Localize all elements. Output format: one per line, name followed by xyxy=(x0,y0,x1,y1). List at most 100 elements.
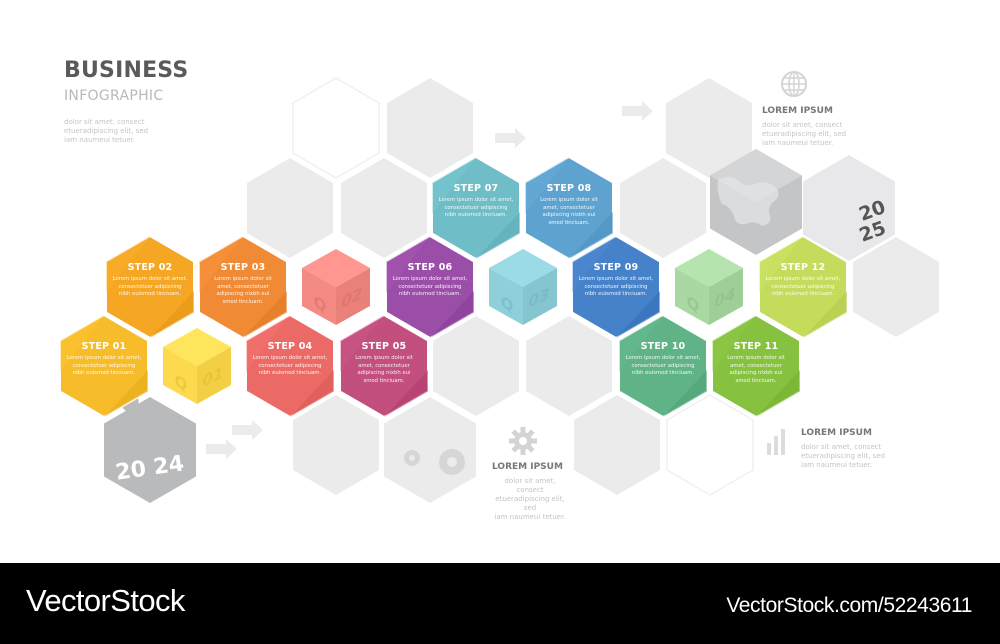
bar-chart-icon xyxy=(767,429,785,455)
year-2024-hex xyxy=(104,397,196,503)
page-title: BUSINESS xyxy=(64,58,189,83)
step-hex-7 xyxy=(431,155,521,261)
info-text-globe: dolor sit amet, consect etueradipiscing … xyxy=(762,121,847,147)
step-description: Lorem ipsum dolor sit amet, consectetuer… xyxy=(765,276,841,297)
step-label-11: STEP 11 Lorem ipsum dolor sit amet, conse… xyxy=(714,341,798,385)
step-label-4: STEP 04 Lorem ipsum dolor sit amet, conse… xyxy=(248,341,332,378)
step-label-6: STEP 06 Lorem ipsum dolor sit amet, conse… xyxy=(388,262,472,299)
header-description: dolor sit amet, consect etueradipiscing … xyxy=(64,118,149,144)
step-description: Lorem ipsum dolor sit amet, consectetuer… xyxy=(438,197,514,218)
globe-icon xyxy=(781,71,807,97)
background-hex xyxy=(387,78,473,178)
step-label-12: STEP 12 Lorem ipsum dolor sit amet, conse… xyxy=(761,262,845,299)
background-hex xyxy=(620,158,706,258)
step-description: Lorem ipsum dolor sit amet, consectetuer… xyxy=(392,276,468,297)
step-hex-6 xyxy=(385,234,475,340)
gear-icon xyxy=(509,427,537,455)
quarter-q: Q xyxy=(314,292,327,316)
page-subtitle: INFOGRAPHIC xyxy=(64,88,164,104)
step-title: STEP 04 xyxy=(267,341,313,352)
step-hex-2 xyxy=(105,234,195,340)
step-description: Lorem ipsum dolor sit amet, consectetuer… xyxy=(625,355,701,376)
background-hex xyxy=(293,395,379,495)
info-text-gear: dolor sit amet, consect etueradipiscing … xyxy=(494,477,566,521)
background-hex xyxy=(247,158,333,258)
step-hex-8 xyxy=(524,155,614,261)
step-label-3: STEP 03 Lorem ipsum dolor sit amet, conse… xyxy=(201,262,285,306)
step-title: STEP 07 xyxy=(453,183,499,194)
step-title: STEP 09 xyxy=(593,262,639,273)
background-hex xyxy=(666,394,754,496)
gears-icon xyxy=(439,449,465,475)
info-title-gear: LOREM IPSUM xyxy=(492,462,563,472)
background-hex xyxy=(574,395,660,495)
background-hex xyxy=(526,316,612,416)
arrow-icon xyxy=(206,439,237,459)
step-label-5: STEP 05 Lorem ipsum dolor sit amet, conse… xyxy=(342,341,426,385)
watermark-footer: VectorStock VectorStock.com/52243611 xyxy=(0,563,1000,644)
step-label-1: STEP 01 Lorem ipsum dolor sit amet, conse… xyxy=(62,341,146,378)
step-label-2: STEP 02 Lorem ipsum dolor sit amet, conse… xyxy=(108,262,192,299)
arrow-icon xyxy=(495,128,526,148)
step-title: STEP 01 xyxy=(81,341,127,352)
step-label-7: STEP 07 Lorem ipsum dolor sit amet, conse… xyxy=(434,183,518,220)
background-hex xyxy=(666,78,752,178)
step-title: STEP 12 xyxy=(780,262,826,273)
step-hex-5 xyxy=(339,313,429,419)
arrow-icon xyxy=(232,420,263,440)
info-title-chart: LOREM IPSUM xyxy=(801,428,872,438)
background-hex xyxy=(853,237,939,337)
brand-logo: VectorStock xyxy=(26,583,185,618)
step-hex-12 xyxy=(758,234,848,340)
step-description: Lorem ipsum dolor sit amet, consectetuer… xyxy=(578,276,654,297)
step-description: Lorem ipsum dolor sit amet, consectetuer… xyxy=(252,355,328,376)
step-description: Lorem ipsum dolor sit amet, consectetuer… xyxy=(540,197,598,226)
gears-icon xyxy=(404,450,420,466)
info-text-chart: dolor sit amet, consect etueradipiscing … xyxy=(801,443,886,469)
year-2025-hex xyxy=(803,155,895,261)
quarter-q: Q xyxy=(175,371,188,395)
step-description: Lorem ipsum dolor sit amet, consectetuer… xyxy=(214,276,272,305)
step-label-10: STEP 10 Lorem ipsum dolor sit amet, conse… xyxy=(621,341,705,378)
background-hex xyxy=(341,158,427,258)
arrows xyxy=(206,101,653,459)
step-description: Lorem ipsum dolor sit amet, consectetuer… xyxy=(66,355,142,376)
step-label-9: STEP 09 Lorem ipsum dolor sit amet, conse… xyxy=(574,262,658,299)
step-hexes xyxy=(59,155,848,419)
step-description: Lorem ipsum dolor sit amet, consectetuer… xyxy=(112,276,188,297)
special-hexes xyxy=(104,149,895,503)
step-hex-11 xyxy=(711,313,801,419)
background-hex xyxy=(433,316,519,416)
step-title: STEP 06 xyxy=(407,262,453,273)
info-icons xyxy=(404,71,807,475)
step-description: Lorem ipsum dolor sit amet, consectetuer… xyxy=(355,355,413,384)
step-label-8: STEP 08 Lorem ipsum dolor sit amet, conse… xyxy=(527,183,611,227)
step-description: Lorem ipsum dolor sit amet, consectetuer… xyxy=(727,355,785,384)
quarter-q: Q xyxy=(687,292,700,316)
image-reference: VectorStock.com/52243611 xyxy=(726,594,972,617)
step-title: STEP 11 xyxy=(733,341,779,352)
step-hex-1 xyxy=(59,313,149,419)
step-title: STEP 10 xyxy=(640,341,686,352)
step-hex-10 xyxy=(618,313,708,419)
background-hex xyxy=(292,77,380,179)
gears-hex xyxy=(384,397,476,503)
step-title: STEP 05 xyxy=(361,341,407,352)
step-hex-3 xyxy=(198,234,288,340)
step-hex-9 xyxy=(571,234,661,340)
arrow-icon xyxy=(622,101,653,121)
step-hex-4 xyxy=(245,313,335,419)
info-title-globe: LOREM IPSUM xyxy=(762,106,833,116)
step-title: STEP 02 xyxy=(127,262,173,273)
quarter-q: Q xyxy=(501,292,514,316)
continents xyxy=(717,177,779,226)
step-title: STEP 08 xyxy=(546,183,592,194)
step-title: STEP 03 xyxy=(220,262,266,273)
